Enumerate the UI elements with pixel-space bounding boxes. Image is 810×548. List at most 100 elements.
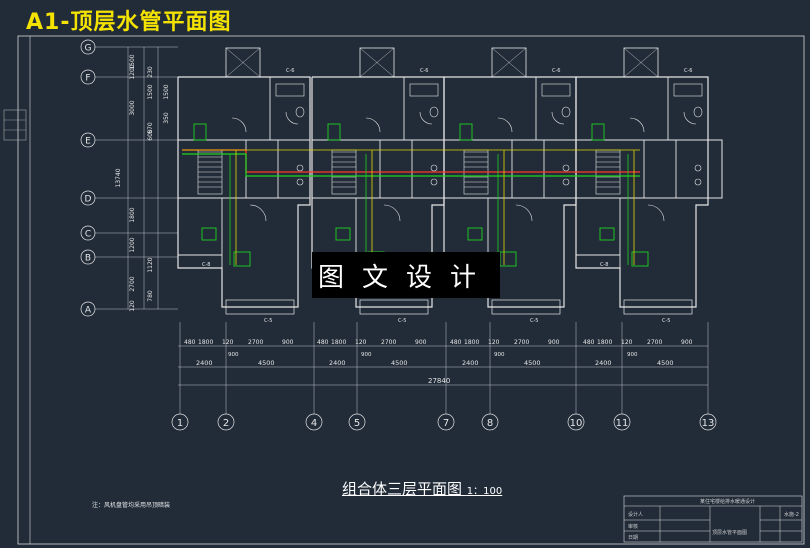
balcony	[623, 299, 693, 315]
column-axis-label: 5	[354, 418, 360, 429]
fan-coil-unit	[335, 227, 351, 241]
roof-hatch	[623, 47, 659, 78]
window-tag: C-5	[398, 318, 406, 324]
column-axis-bubble	[437, 413, 455, 431]
balcony	[225, 299, 295, 315]
drawing-caption: 组合体三层平面图 1：100	[342, 478, 502, 499]
sink	[694, 178, 702, 186]
dimension-label: 1500	[163, 84, 170, 99]
bathtub	[541, 83, 571, 97]
dimension-label: 1500	[129, 54, 136, 69]
column-axis-label: 13	[702, 418, 715, 429]
title-block-code: 水施-2	[784, 511, 799, 518]
dimension-label: 13740	[115, 168, 122, 187]
hatch-line	[623, 47, 659, 78]
hatch-line	[359, 47, 395, 78]
balcony	[491, 299, 561, 315]
door-swing	[551, 111, 565, 125]
dimension-label: 1120	[147, 257, 154, 272]
dimension-label: 2700	[248, 339, 263, 346]
row-axis-label: A	[85, 306, 92, 316]
dimension-label: 1800	[129, 207, 136, 222]
dimension-label: 480	[583, 339, 595, 346]
apartment-unit: C-6C-8C-5	[575, 47, 709, 324]
roof-hatch	[491, 47, 527, 78]
toilet	[693, 106, 703, 118]
sink	[562, 164, 570, 172]
column-axis-bubble	[567, 413, 585, 431]
dimension-label: 1800	[464, 339, 479, 346]
dimension-label: 2700	[381, 339, 396, 346]
dimension-label: 120	[488, 339, 500, 346]
sink	[430, 178, 438, 186]
title-block-drawing: 顶层水管平面图	[712, 529, 747, 536]
sink	[296, 164, 304, 172]
fan-coil-unit	[467, 227, 483, 241]
dimension-label: 900	[627, 352, 638, 358]
window-tag: C-5	[264, 318, 272, 324]
dimension-label: 900	[494, 352, 505, 358]
dimension-label: 900	[415, 339, 427, 346]
caption-title: 组合体三层平面图	[342, 480, 463, 498]
banner-title: A1-顶层水管平面图	[26, 10, 232, 35]
column-axis-bubble	[305, 413, 323, 431]
dimension-label: 1800	[331, 339, 346, 346]
dimension-label: 1800	[198, 339, 213, 346]
title-block-project: 某住宅楼给排水暖通设计	[700, 498, 755, 505]
row-axis-label: D	[85, 195, 92, 205]
sink	[694, 164, 702, 172]
window-tag: C-5	[662, 318, 670, 324]
dimension-label: 4500	[524, 359, 541, 367]
fan-coil-unit	[233, 251, 251, 267]
sink	[296, 178, 304, 186]
dimension-total: 27840	[428, 377, 450, 385]
dimension-label: 2400	[462, 359, 479, 367]
fan-coil-unit	[591, 123, 605, 141]
dimension-label: 2700	[514, 339, 529, 346]
sink	[562, 178, 570, 186]
column-axis-label: 2	[223, 418, 229, 429]
fan-coil-unit	[193, 123, 207, 141]
dimension-label: 120	[129, 300, 136, 312]
dimension-label: 900	[361, 352, 372, 358]
stair-symbol	[197, 149, 223, 195]
dimension-label: 4500	[391, 359, 408, 367]
row-axis-label: E	[85, 137, 91, 147]
roof-hatch	[359, 47, 395, 78]
caption-scale: 1：100	[466, 486, 503, 497]
hatch-line	[225, 47, 261, 78]
dimension-label: 230	[147, 66, 154, 78]
dimension-label: 120	[355, 339, 367, 346]
fan-coil-unit	[599, 227, 615, 241]
title-block-row: 日期	[628, 535, 638, 541]
bathtub	[275, 83, 305, 97]
door-swing	[497, 117, 513, 133]
dimension-label: 900	[282, 339, 294, 346]
dimension-label: 120	[222, 339, 234, 346]
watermark-label: 图文设计	[312, 252, 500, 298]
door-swing	[647, 204, 665, 222]
row-axis-label: G	[85, 44, 92, 54]
window-tag: C-6	[684, 68, 692, 74]
window-tag: C-6	[286, 68, 294, 74]
toilet	[295, 106, 305, 118]
column-axis-bubble	[481, 413, 499, 431]
toilet	[429, 106, 439, 118]
water-pipes	[182, 149, 640, 265]
unit-outline	[177, 76, 311, 308]
door-swing	[515, 204, 533, 222]
dimension-label: 600	[147, 129, 154, 141]
window-tag: C-5	[530, 318, 538, 324]
window-tag: C-6	[420, 68, 428, 74]
column-axis-label: 4	[311, 418, 317, 429]
fan-coil-unit	[201, 227, 217, 241]
window-tag: C-8	[202, 262, 210, 268]
dimension-label: 2700	[647, 339, 662, 346]
dimension-label: 780	[147, 290, 154, 302]
row-axis-label: F	[85, 74, 90, 84]
fan-coil-unit	[631, 251, 649, 267]
dimension-label: 4500	[657, 359, 674, 367]
